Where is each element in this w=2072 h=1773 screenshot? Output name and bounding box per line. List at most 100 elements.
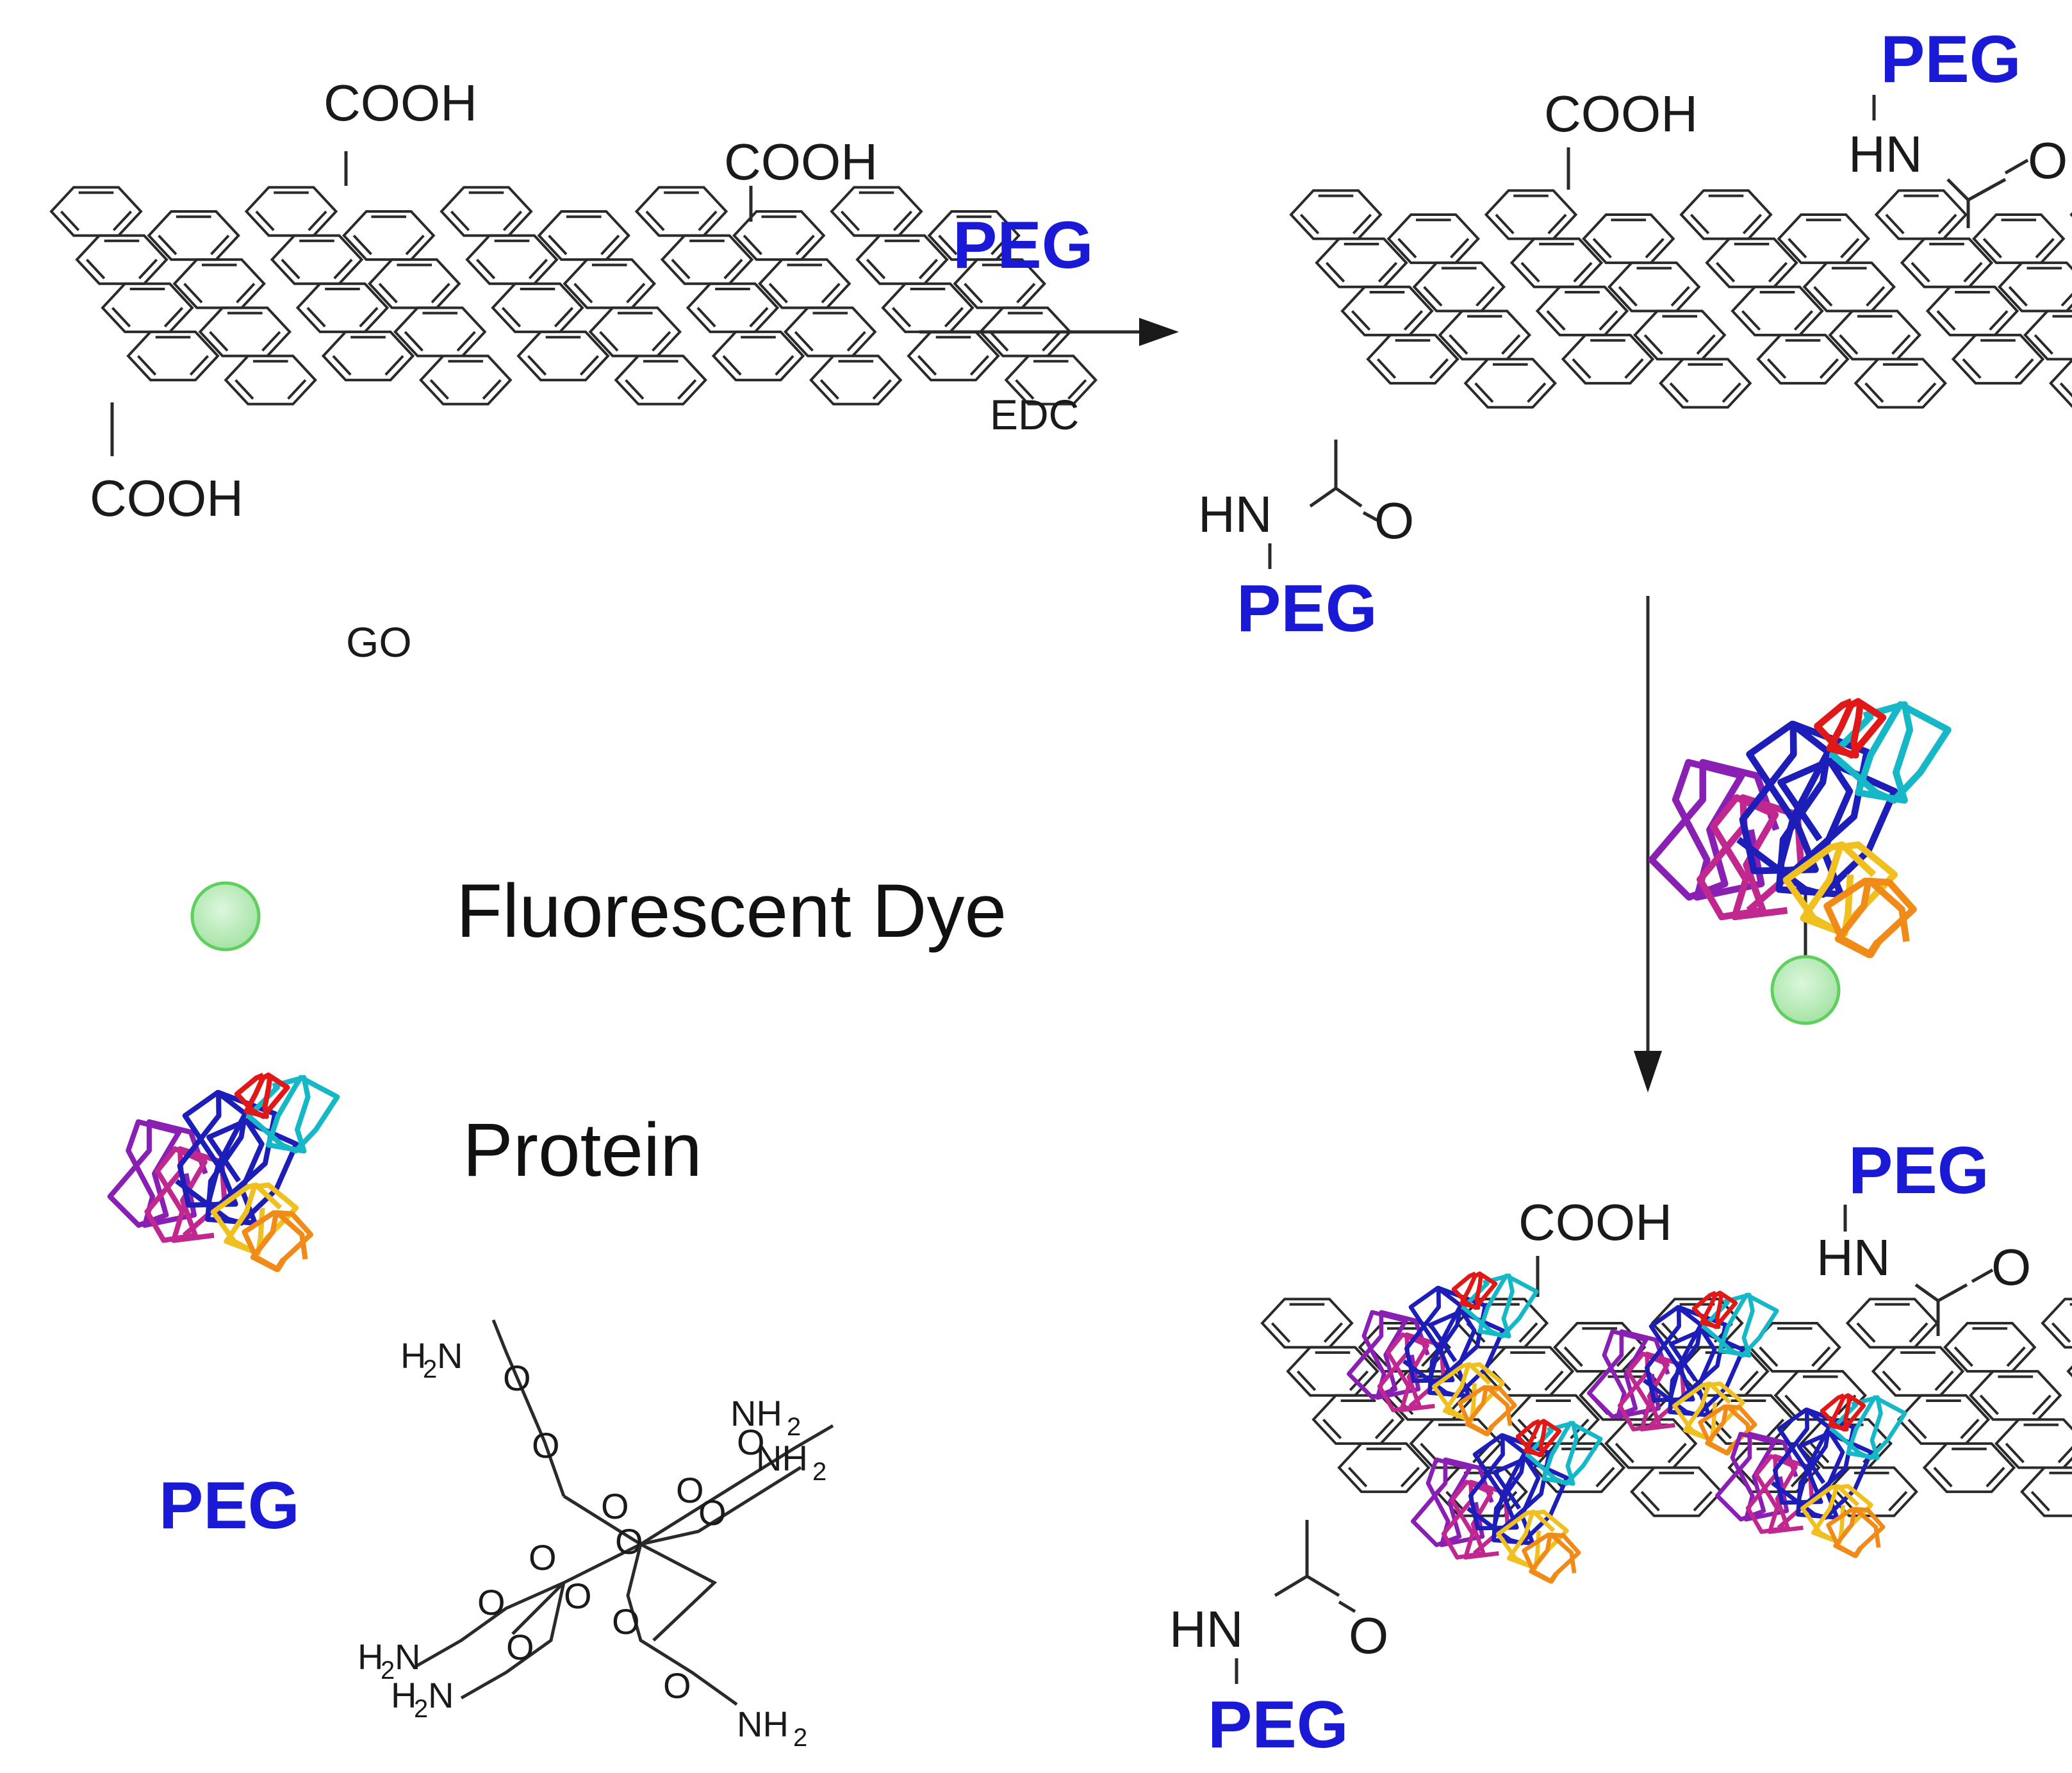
double-bond bbox=[1323, 1322, 1344, 1343]
protein-ribbon-strand bbox=[1617, 1351, 1686, 1431]
double-bond bbox=[1474, 382, 1494, 403]
protein-ribbon-strand bbox=[1691, 1291, 1738, 1330]
protein-ribbon-strand bbox=[1800, 1483, 1873, 1545]
double-bond bbox=[846, 331, 866, 352]
double-bond bbox=[1936, 309, 1956, 331]
benzene-ring bbox=[465, 234, 559, 285]
double-bond bbox=[404, 331, 423, 352]
benzene-ring bbox=[1854, 358, 1947, 409]
reagent-edc-label: EDC bbox=[990, 391, 1079, 438]
double-bond bbox=[917, 355, 937, 376]
benzene-ring bbox=[907, 330, 1000, 382]
benzene-ring bbox=[1260, 1298, 1354, 1349]
double-bond bbox=[1547, 213, 1567, 235]
protein-ribbon-strand bbox=[1432, 1362, 1505, 1423]
double-bond bbox=[1270, 1322, 1291, 1343]
double-bond bbox=[384, 355, 404, 376]
protein-ribbon-strand bbox=[1496, 1509, 1569, 1571]
amine-label: NH bbox=[737, 1704, 789, 1744]
double-bond bbox=[1888, 1490, 1908, 1512]
double-bond bbox=[2051, 1322, 2071, 1343]
double-bond bbox=[1476, 286, 1495, 307]
double-bond bbox=[840, 210, 860, 231]
protein-ribbon-strand bbox=[1820, 1393, 1866, 1432]
cooh-label: COOH bbox=[90, 470, 243, 527]
protein-ribbon-icon bbox=[1410, 1419, 1603, 1584]
protein-ribbon-strand bbox=[1458, 1385, 1517, 1437]
double-bond bbox=[775, 355, 794, 376]
double-bond bbox=[138, 258, 158, 279]
benzene-ring bbox=[1535, 285, 1629, 336]
double-bond bbox=[918, 258, 939, 279]
double-bond bbox=[964, 283, 983, 304]
benzene-ring bbox=[491, 282, 584, 333]
double-bond bbox=[1495, 213, 1515, 235]
protein-ribbon-strand bbox=[1698, 1404, 1757, 1456]
double-bond bbox=[573, 283, 593, 304]
double-bond bbox=[645, 210, 665, 231]
double-bond bbox=[308, 210, 327, 231]
double-bond bbox=[378, 283, 398, 304]
double-bond bbox=[723, 258, 743, 279]
benzene-ring bbox=[1004, 354, 1098, 406]
cooh-label: COOH bbox=[1518, 1194, 1672, 1251]
peg-chain-label: PEG bbox=[1880, 22, 2021, 97]
double-bond bbox=[2030, 1490, 2050, 1512]
double-bond bbox=[306, 306, 326, 328]
benzene-ring bbox=[830, 186, 923, 237]
double-bond bbox=[892, 210, 913, 231]
double-bond bbox=[1911, 261, 1930, 283]
double-bond bbox=[698, 210, 718, 231]
double-bond bbox=[1885, 213, 1905, 235]
double-bond bbox=[2014, 358, 2034, 379]
benzene-ring bbox=[1777, 213, 1870, 265]
double-bond bbox=[475, 258, 496, 279]
benzene-ring bbox=[1925, 285, 2019, 336]
double-bond bbox=[722, 355, 742, 376]
benzene-ring bbox=[270, 234, 364, 285]
protein-ribbon-strand bbox=[1672, 1381, 1745, 1442]
double-bond bbox=[450, 210, 470, 231]
benzene-ring bbox=[321, 330, 415, 382]
peg-chain-label: PEG bbox=[1237, 572, 1377, 646]
protein-ribbon-strand bbox=[175, 1117, 299, 1226]
protein-ribbon-strand bbox=[1823, 877, 1917, 959]
double-bond bbox=[1766, 358, 1787, 379]
ether-o-label: O bbox=[737, 1422, 765, 1462]
benzene-ring bbox=[244, 186, 338, 237]
benzene-ring bbox=[393, 306, 487, 358]
amine-label: NH bbox=[730, 1393, 782, 1433]
double-bond bbox=[600, 235, 620, 256]
benzene-ring bbox=[516, 330, 610, 382]
reaction-arrow-edc: PEG EDC bbox=[919, 208, 1179, 438]
go-peg-substituents: COOH HN O PEG HN O PEG bbox=[1198, 22, 2068, 646]
double-bond bbox=[1962, 358, 1982, 379]
double-bond bbox=[872, 379, 892, 400]
benzene-ring bbox=[198, 306, 292, 358]
double-bond bbox=[1793, 309, 1814, 331]
double-bond bbox=[599, 331, 619, 352]
benzene-ring bbox=[784, 306, 877, 358]
double-bond bbox=[1546, 309, 1566, 331]
double-bond bbox=[261, 331, 281, 352]
protein-loaded-graphene-sheet bbox=[1260, 1298, 2072, 1517]
double-bond bbox=[1960, 1418, 1980, 1440]
double-bond bbox=[1563, 1346, 1583, 1367]
benzene-ring bbox=[1922, 1442, 2016, 1494]
benzene-ring bbox=[224, 354, 317, 406]
double-bond bbox=[1669, 382, 1689, 403]
double-bond bbox=[1322, 1418, 1342, 1440]
double-bond bbox=[1616, 1346, 1636, 1367]
double-bond bbox=[60, 210, 80, 231]
double-bond bbox=[1599, 309, 1618, 331]
double-bond bbox=[671, 258, 691, 279]
double-bond bbox=[482, 379, 502, 400]
benzene-ring bbox=[1659, 358, 1752, 409]
legend-peg-label: PEG bbox=[159, 1469, 300, 1543]
ether-o-label: O bbox=[477, 1582, 506, 1622]
benzene-ring bbox=[1337, 1442, 1431, 1494]
protein-ribbon-icon bbox=[1346, 1271, 1539, 1437]
double-bond bbox=[1891, 334, 1911, 355]
double-bond bbox=[1840, 238, 1860, 259]
